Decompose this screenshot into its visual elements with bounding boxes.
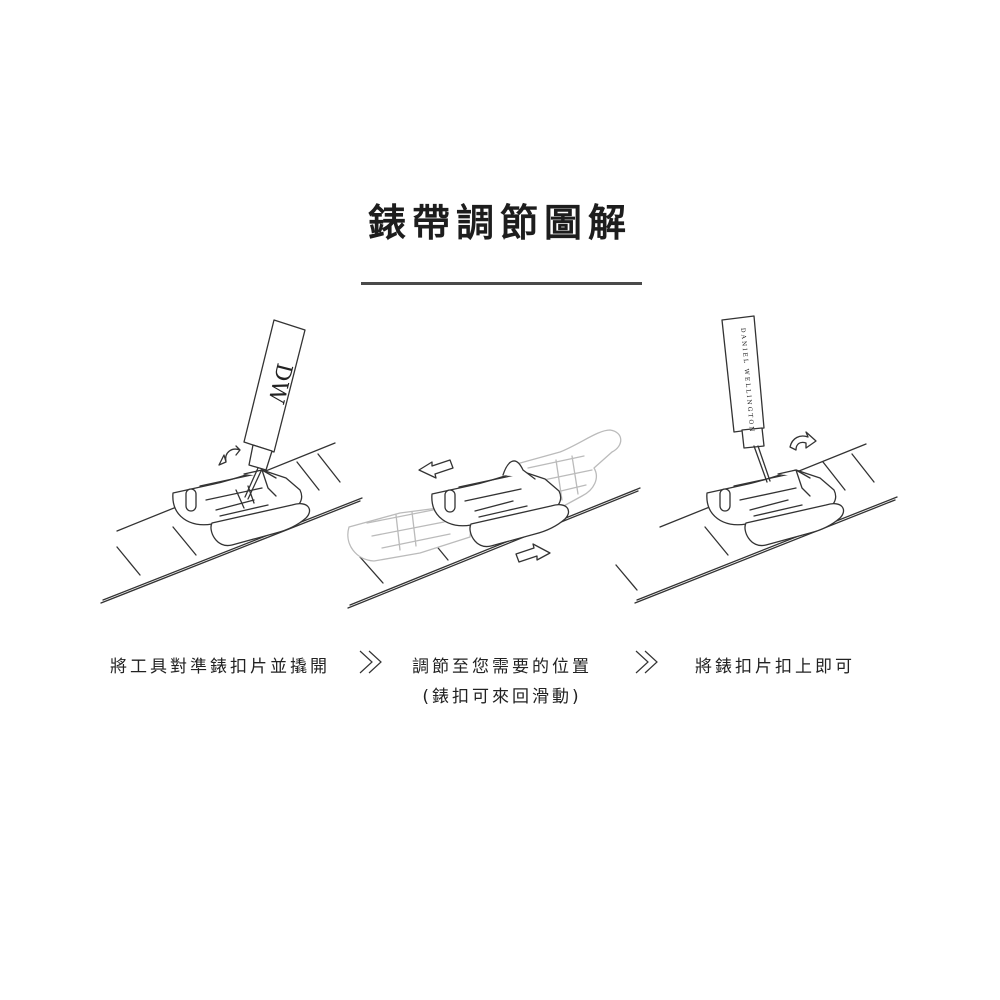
step1-clasp <box>172 469 311 547</box>
step2-caption-text: 調節至您需要的位置 <box>412 657 592 677</box>
step2-caption: 調節至您需要的位置 (錶扣可來回滑動) <box>392 652 612 712</box>
step1-tool: DW <box>243 319 306 500</box>
step2-caption-note: (錶扣可來回滑動) <box>422 687 582 707</box>
arrow-left-icon <box>418 459 454 479</box>
step2-clasp <box>431 460 570 548</box>
step3-tool: DANIEL WELLINGTON <box>721 315 771 483</box>
double-chevron-right-icon <box>359 650 382 674</box>
arrow-right-icon <box>515 543 551 563</box>
arrow-icon <box>789 431 817 451</box>
step1-illustration: DW <box>100 319 363 604</box>
title-divider <box>361 282 642 285</box>
step3-illustration: DANIEL WELLINGTON <box>615 315 898 604</box>
step2-illustration <box>347 429 641 609</box>
step3-caption: 將錶扣片扣上即可 <box>695 657 855 677</box>
double-chevron-right-icon <box>635 650 658 674</box>
page-title: 錶帶調節圖解 <box>367 201 632 245</box>
step1-caption: 將工具對準錶扣片並撬開 <box>110 657 330 677</box>
arrow-icon <box>218 445 241 466</box>
step3-clasp <box>706 469 845 547</box>
